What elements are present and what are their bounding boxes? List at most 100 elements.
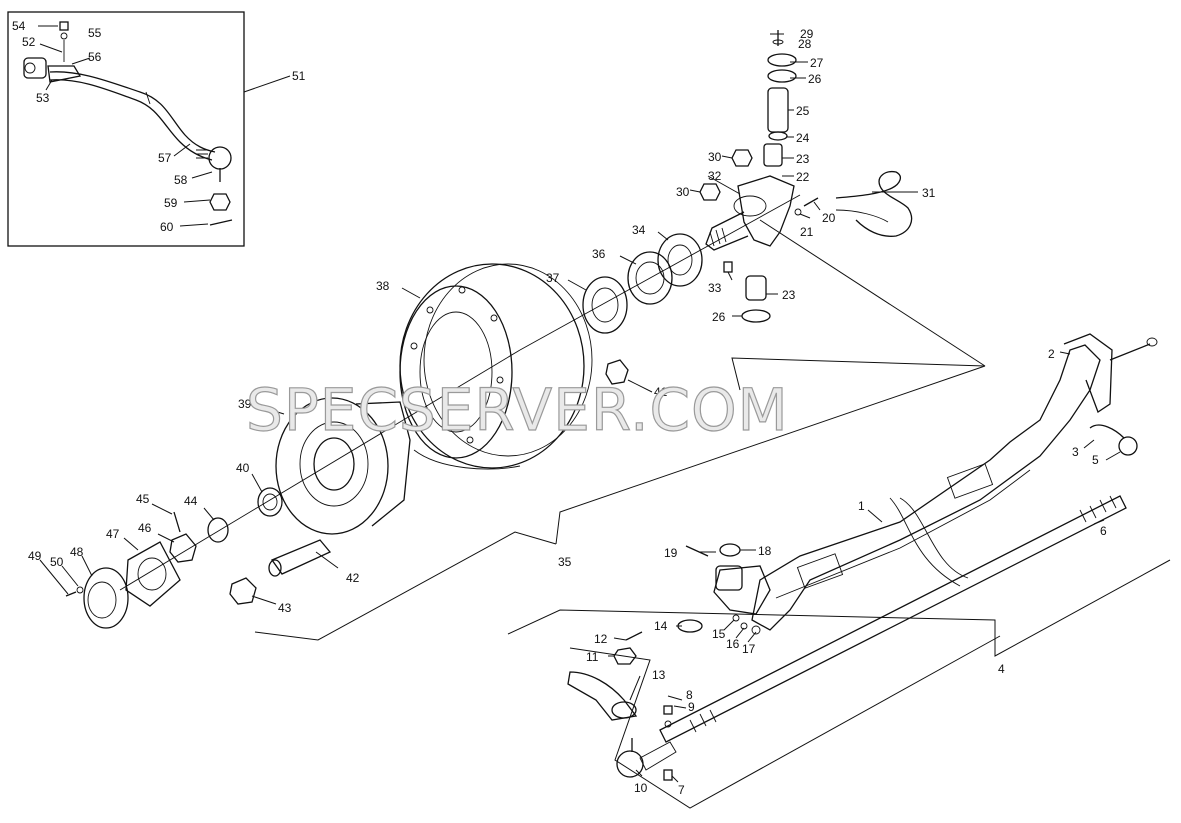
- tie-rod-group: 6 4 13 11 12 8 9 10 7 14 19 18 15 16 17: [507, 495, 1171, 809]
- drag-link-bracket: [47, 65, 82, 83]
- label-10: 10: [634, 781, 648, 795]
- castle-nut-46: [169, 533, 197, 563]
- bushing-23-upper: [763, 143, 783, 167]
- label-59: 59: [164, 196, 178, 210]
- label-21: 21: [800, 225, 814, 239]
- label-44: 44: [184, 494, 198, 508]
- label-46: 46: [138, 521, 152, 535]
- steering-knuckle-2: [1063, 333, 1113, 413]
- label-12: 12: [594, 632, 608, 646]
- bushing-23-lower: [745, 275, 767, 301]
- label-26: 26: [808, 72, 822, 86]
- label-47: 47: [106, 527, 120, 541]
- oil-seal-36: [627, 251, 673, 305]
- label-57: 57: [158, 151, 172, 165]
- label-39: 39: [238, 397, 252, 411]
- gasket-26: [767, 69, 797, 83]
- label-32: 32: [708, 169, 722, 183]
- bolt-7: [663, 769, 673, 781]
- knuckle-spindle: [705, 211, 749, 251]
- bearing-40: [257, 487, 283, 517]
- king-pin-25: [767, 87, 789, 133]
- label-1: 1: [858, 499, 865, 513]
- label-56: 56: [88, 50, 102, 64]
- label-30-b: 30: [676, 185, 690, 199]
- label-48: 48: [70, 545, 84, 559]
- steering-arm-31: [835, 170, 913, 237]
- bolt-54: [59, 21, 69, 31]
- label-23: 23: [796, 152, 810, 166]
- label-40: 40: [236, 461, 250, 475]
- label-45: 45: [136, 492, 150, 506]
- label-60: 60: [160, 220, 174, 234]
- label-9: 9: [688, 700, 695, 714]
- label-13: 13: [652, 668, 666, 682]
- drag-link-tube: [49, 71, 216, 153]
- cotter-pin-12: [625, 631, 643, 641]
- cotter-pin-60: [209, 219, 233, 226]
- label-53: 53: [36, 91, 50, 105]
- label-54: 54: [12, 19, 26, 33]
- leader-51: [243, 75, 291, 93]
- label-36: 36: [592, 247, 606, 261]
- label-25: 25: [796, 104, 810, 118]
- wheel-nut-43: [229, 577, 257, 605]
- label-18: 18: [758, 544, 772, 558]
- clamp-body: [715, 565, 743, 591]
- label-31: 31: [922, 186, 936, 200]
- label-38: 38: [376, 279, 390, 293]
- brake-drum-group: 38 41: [376, 263, 668, 470]
- inset-drag-link-assembly: 54 55 52 56 53 57 58 59 60 51: [7, 11, 306, 247]
- label-11: 11: [586, 650, 599, 664]
- label-51: 51: [292, 69, 306, 83]
- label-33: 33: [708, 281, 722, 295]
- tie-rod-end-13: [567, 671, 638, 721]
- bracket-4-lower: [569, 635, 1001, 809]
- label-24: 24: [796, 131, 810, 145]
- label-42: 42: [346, 571, 360, 585]
- label-5: 5: [1092, 453, 1099, 467]
- wheel-hub-group: 39 40 42 43 44 45 46 47 48 50 49: [28, 349, 521, 629]
- drag-link-tube-lower: [49, 79, 213, 161]
- pin-19: [685, 545, 709, 557]
- bolt-33: [723, 261, 733, 273]
- axle-end-left: [713, 565, 771, 615]
- label-22: 22: [796, 170, 810, 184]
- steering-knuckle-group: 29 28 27 26 25 24 23 22 30 30 32 31 20 2…: [519, 27, 986, 367]
- thrust-washer-24: [768, 131, 788, 141]
- label-26-b: 26: [712, 310, 726, 324]
- label-34: 34: [632, 223, 646, 237]
- nut-30-upper: [731, 149, 753, 167]
- label-3: 3: [1072, 445, 1079, 459]
- label-4: 4: [998, 662, 1005, 676]
- label-23-b: 23: [782, 288, 796, 302]
- bracket-4-upper: [507, 559, 1171, 657]
- front-axle-beam-1: [751, 344, 1101, 631]
- tie-rod-6: [659, 495, 1127, 743]
- label-43: 43: [278, 601, 292, 615]
- label-15: 15: [712, 627, 726, 641]
- axle-beam-group: 2 3 5 1: [713, 333, 1158, 631]
- label-41: 41: [654, 385, 668, 399]
- gasket-26-lower: [741, 309, 771, 323]
- label-14: 14: [654, 619, 668, 633]
- wheel-hub-39: [275, 397, 389, 535]
- nut-30-lower: [699, 183, 721, 201]
- bearing-37: [582, 276, 628, 334]
- washer-18: [719, 543, 741, 557]
- label-28: 28: [798, 37, 812, 51]
- label-27: 27: [810, 56, 824, 70]
- inset-frame: [7, 11, 245, 247]
- drag-link-end-fitting: [23, 57, 47, 79]
- washer-44: [207, 517, 229, 543]
- leader-35-upper: [759, 219, 986, 367]
- label-52: 52: [22, 35, 36, 49]
- tie-rod-end-3: [1089, 424, 1125, 439]
- label-30: 30: [708, 150, 722, 164]
- label-2: 2: [1048, 347, 1055, 361]
- wheel-stud-42: [270, 539, 332, 575]
- label-20: 20: [822, 211, 836, 225]
- wheel-nut-41: [605, 359, 629, 385]
- steering-knuckle: [737, 175, 795, 247]
- ball-joint-5: [1118, 436, 1138, 456]
